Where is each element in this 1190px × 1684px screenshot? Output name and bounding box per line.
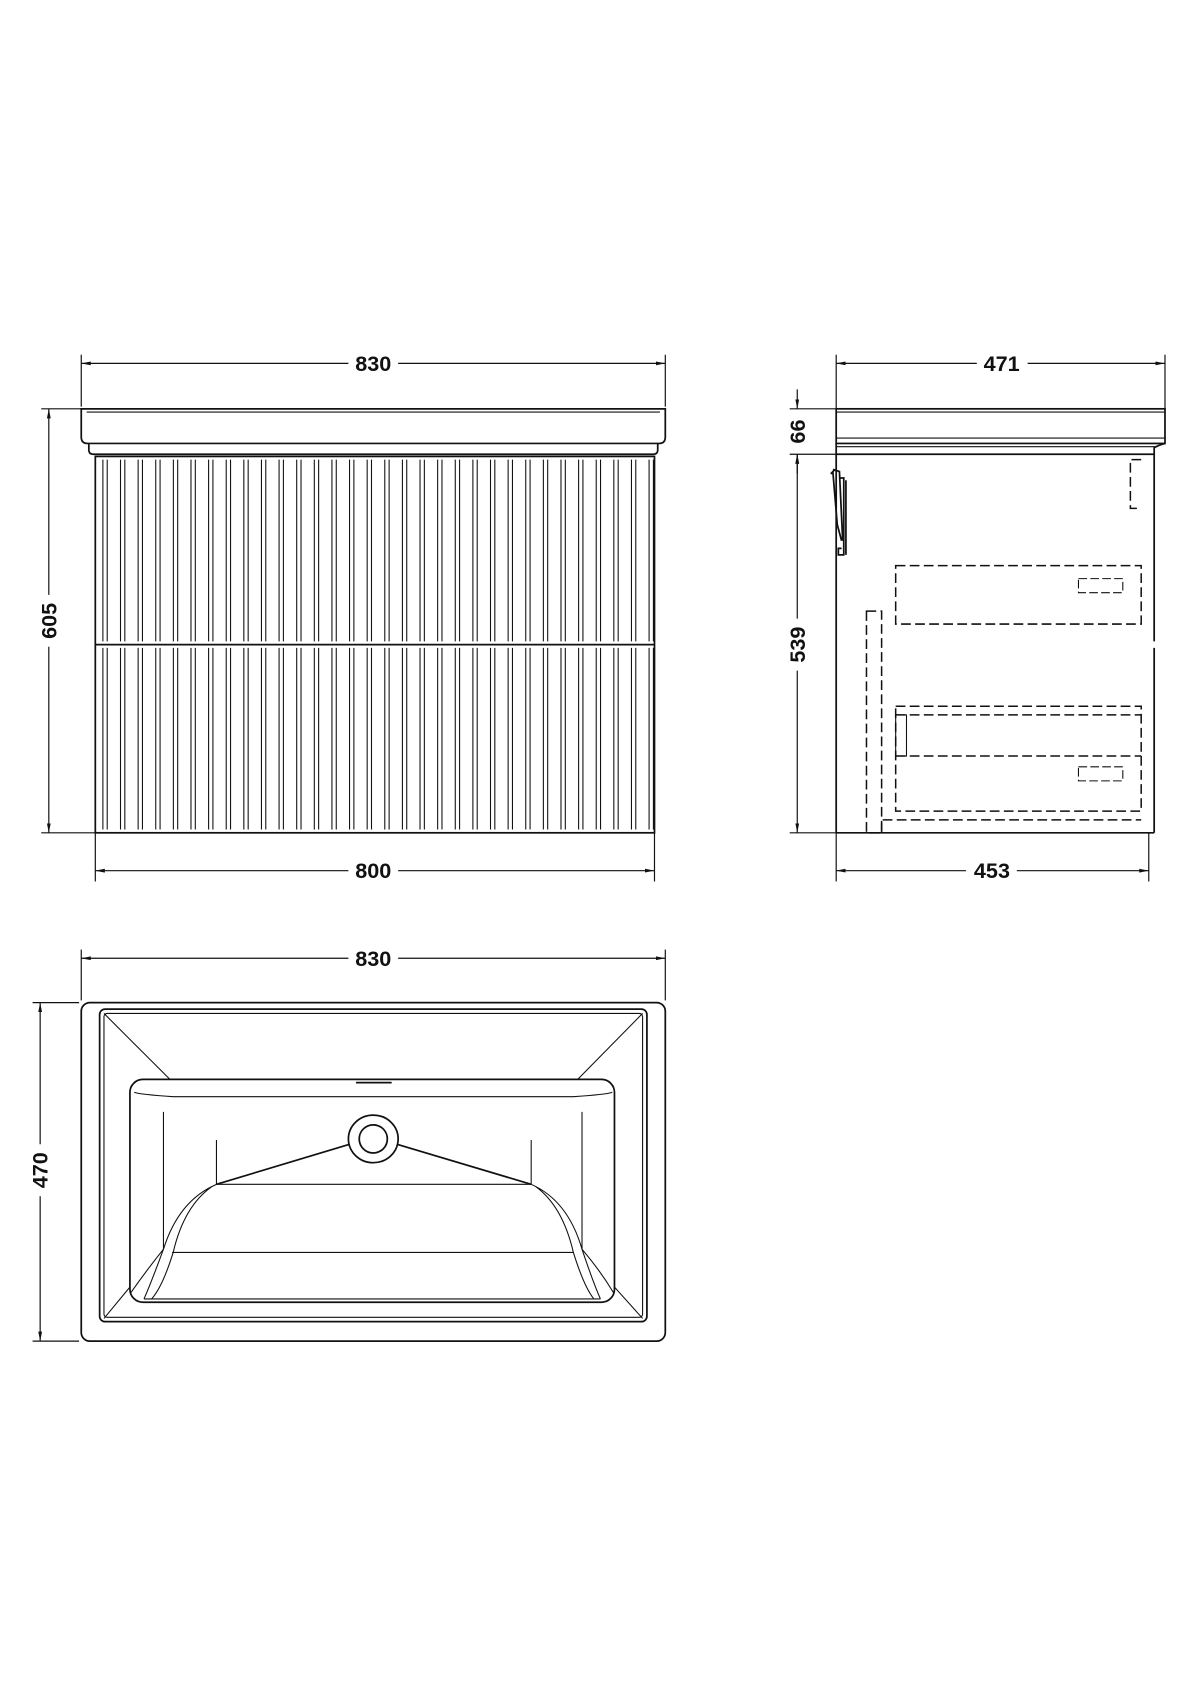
dimension-cabinet-width-800: 800: [94, 832, 656, 883]
dimension-basin-height-66: 66: [785, 389, 837, 474]
dimension-cabinet-height-539: 539: [785, 454, 837, 834]
upper-drawer-handle: [1077, 578, 1124, 594]
rear-panel-hidden: [865, 610, 883, 834]
fluted-drawer-fronts: [102, 459, 654, 830]
basin-side: [835, 407, 1166, 456]
dimension-side-depth-471: 471: [835, 351, 1166, 409]
dimension-plan-depth-470: 470: [28, 1002, 80, 1342]
dimension-label: 453: [974, 858, 1010, 883]
dimension-plan-width-830: 830: [80, 946, 666, 1001]
dimension-label: 605: [36, 603, 61, 639]
side-view: 471 66 539: [785, 351, 1166, 883]
waste-outlet: [347, 1114, 400, 1164]
lower-drawer-hidden: [894, 705, 1142, 812]
dimension-label: 470: [28, 1152, 53, 1188]
dimension-front-height-605: 605: [36, 408, 96, 834]
upper-drawer-hidden: [894, 564, 1142, 625]
dimension-label: 471: [984, 351, 1020, 376]
rear-bracket: [1129, 458, 1142, 510]
dimension-cabinet-depth-453: 453: [835, 832, 1150, 883]
plan-view: 830 470: [28, 946, 667, 1343]
front-view: 830 605 800: [36, 351, 667, 883]
cabinet-front: [94, 455, 656, 834]
dimension-label: 830: [355, 946, 391, 971]
dimension-label: 66: [785, 420, 810, 444]
basin-front: [80, 407, 667, 456]
basin-plan: [80, 1001, 667, 1343]
cabinet-side: [830, 454, 1156, 834]
dimension-front-width-830: 830: [80, 351, 666, 407]
lower-drawer-handle: [1077, 766, 1124, 782]
dimension-label: 800: [355, 858, 391, 883]
dimension-label: 539: [785, 627, 810, 663]
dimension-label: 830: [355, 351, 391, 376]
wall-hanging-bracket: [830, 468, 847, 556]
